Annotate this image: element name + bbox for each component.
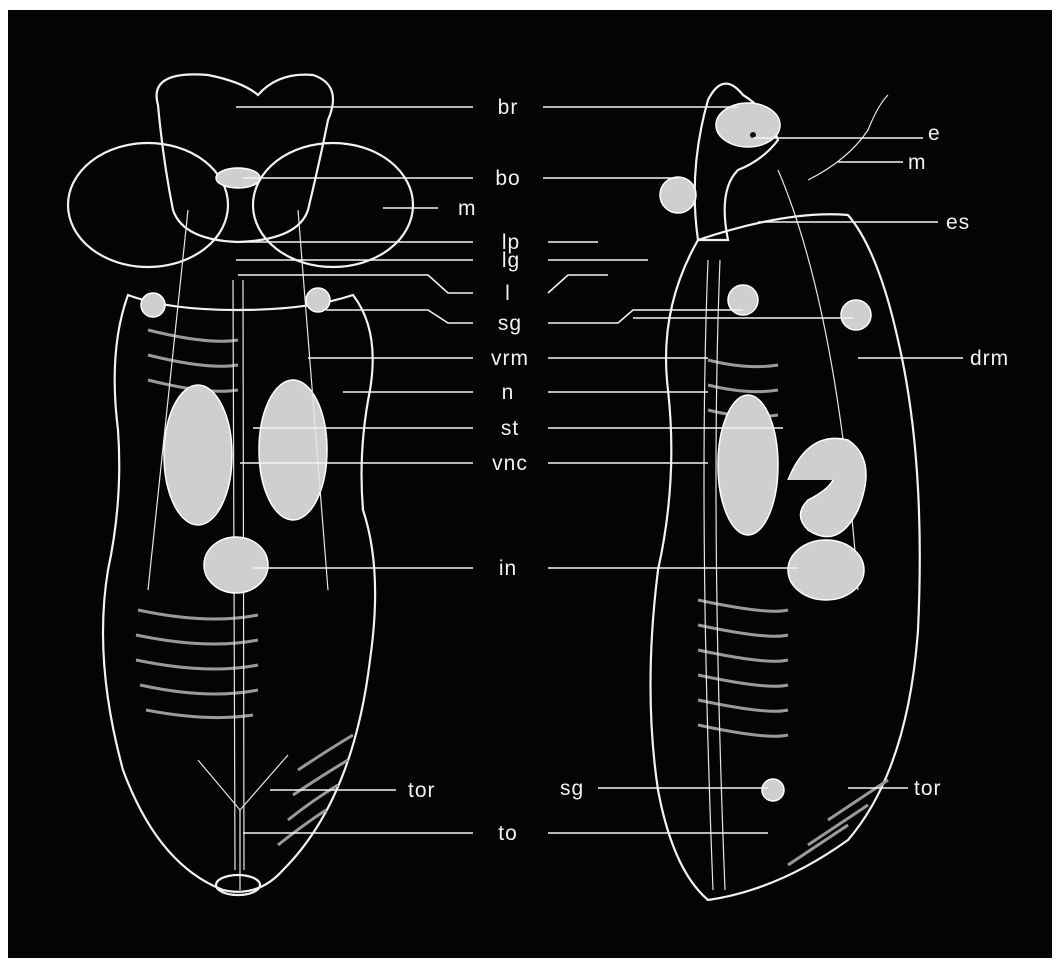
right-intestine-loop [788,540,864,600]
right-statocyst-b [841,300,871,330]
label-bo: bo [495,167,520,190]
right-stomach [718,395,778,535]
label-vnc: vnc [492,452,528,475]
left-specimen [68,74,413,895]
larva-anatomy-diagram: br bo lp lg l sg vrm n st vnc in to m to… [8,10,1052,958]
right-body-outline [651,214,920,900]
left-statocyst [141,293,165,317]
right-specimen [651,84,920,900]
right-statocyst [306,288,330,312]
center-labels: br bo lp lg l sg vrm n st vnc in to [491,96,529,845]
label-e: e [928,122,941,145]
label-to: to [498,822,518,845]
label-tor-right: tor [914,777,942,800]
label-drm: drm [970,347,1009,370]
label-m-right: m [908,151,927,174]
left-intestine [204,537,268,593]
label-l: l [505,282,511,305]
right-mantle-lobe [253,143,413,267]
label-sg: sg [498,312,522,335]
right-eyespot [750,132,756,138]
left-mantle-lobe [68,143,228,267]
label-es: es [946,211,970,234]
label-st: st [501,417,519,440]
label-sg-right: sg [560,777,584,800]
right-buccal-organ [660,177,696,213]
right-nerve-cord [704,260,725,890]
right-side-labels: e m es drm tor sg [560,122,1009,800]
telotroch-fork [198,755,288,890]
label-br: br [498,96,519,119]
label-tor-left: tor [408,779,436,802]
label-n: n [502,381,515,404]
right-intestine-coil [788,438,866,536]
right-eye-lobe [716,103,780,147]
label-vrm: vrm [491,347,529,370]
right-posterior-sg [762,779,784,801]
diagram-panel: br bo lp lg l sg vrm n st vnc in to m to… [8,10,1052,958]
left-stomach-lobe [164,385,232,525]
head-region [157,74,333,242]
label-lg: lg [502,249,520,272]
label-m-left: m [458,197,477,220]
label-in: in [499,557,517,580]
